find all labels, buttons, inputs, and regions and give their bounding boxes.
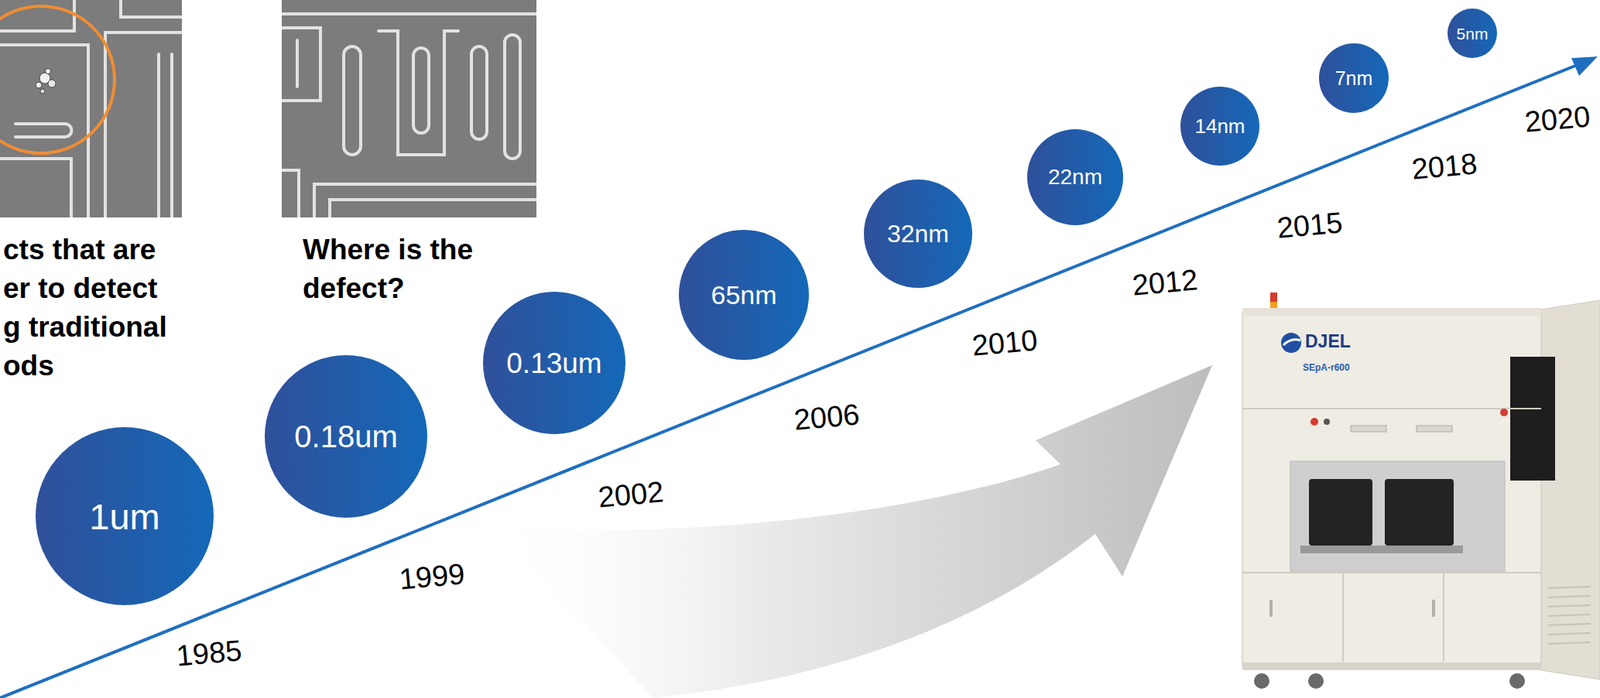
timeline-line — [0, 64, 1580, 698]
load-port-shelf — [1300, 545, 1463, 554]
logo-swoosh — [1283, 339, 1301, 346]
panel-seam — [1242, 572, 1542, 574]
year-label: 1999 — [397, 558, 466, 594]
sem-background — [281, 0, 537, 218]
caption-text: cts that are er to detect g traditional … — [3, 230, 175, 386]
node-size-label: 65nm — [710, 281, 777, 309]
defect-particle — [35, 68, 56, 95]
year-label: 2020 — [1523, 101, 1592, 137]
wire-edge — [329, 199, 537, 218]
wire-edge — [314, 184, 537, 218]
model-name: SEpA-r600 — [1302, 362, 1350, 374]
wire-edge — [170, 54, 174, 218]
node-size-label: 5nm — [1456, 25, 1489, 42]
node-circle: 5nm — [1447, 8, 1498, 59]
node-size-label: 0.18um — [294, 421, 398, 453]
node-size-label: 22nm — [1048, 166, 1103, 189]
brand-logo-text: DJEL — [1305, 331, 1351, 353]
node-size-label: 32nm — [887, 221, 950, 247]
sem-wires — [0, 0, 182, 218]
node-circle: 65nm — [678, 229, 809, 360]
particle — [45, 68, 52, 75]
wire-edge — [0, 158, 72, 218]
machine-base — [1242, 662, 1542, 671]
wire-edge — [413, 47, 429, 134]
sem-image-hidden-defect — [281, 0, 537, 218]
wire-edge — [343, 46, 361, 155]
side-window — [1510, 356, 1556, 481]
door-seam — [1342, 572, 1344, 662]
year-label: 2018 — [1410, 148, 1479, 184]
wire-edge — [120, 0, 182, 18]
machine-top — [1242, 308, 1542, 316]
node-circle: 0.13um — [483, 291, 626, 435]
wheel — [1308, 673, 1324, 689]
node-circle: 32nm — [863, 179, 973, 288]
timeline-arrowhead — [1571, 56, 1598, 76]
caption-text: Where is the defect? — [302, 230, 504, 309]
wire-edge — [157, 54, 161, 218]
wafer-pod — [1308, 479, 1373, 546]
node-circle: 0.18um — [264, 355, 428, 518]
year-label: 1985 — [174, 635, 244, 671]
wire-edge — [281, 27, 321, 101]
wire-edge — [15, 123, 72, 138]
sem-wires — [281, 13, 537, 218]
sem-background — [0, 0, 182, 218]
year-label: 2015 — [1275, 207, 1344, 243]
year-label: 2010 — [970, 325, 1039, 360]
highlight-circle — [0, 6, 115, 154]
wire-edge — [0, 44, 89, 218]
node-circle: 1um — [35, 427, 214, 606]
node-size-label: 0.13um — [506, 349, 602, 378]
wire-edge — [504, 34, 521, 159]
indicator-strip — [1416, 425, 1453, 432]
year-label: 2002 — [596, 476, 665, 512]
particle — [40, 89, 45, 94]
wire-edge — [105, 32, 182, 218]
wheel — [1509, 673, 1525, 689]
wire-edge — [281, 170, 299, 218]
wire-edge — [295, 40, 299, 87]
signal-light-red — [1270, 292, 1278, 302]
wire-edge — [281, 12, 537, 16]
particle — [35, 82, 42, 89]
door-handle — [1432, 599, 1436, 617]
node-circle: 7nm — [1319, 43, 1389, 114]
load-port-area — [1290, 461, 1505, 572]
node-circle: 22nm — [1027, 129, 1124, 226]
machine-front — [1242, 312, 1542, 666]
node-size-label: 14nm — [1194, 116, 1245, 137]
inspection-machine — [1238, 286, 1600, 698]
wire-edge — [471, 46, 487, 140]
button — [1500, 408, 1508, 417]
door-handle — [1269, 599, 1273, 617]
particle — [47, 79, 56, 88]
indicator-strip — [1350, 425, 1387, 432]
wheel — [1253, 673, 1270, 689]
wire-edge — [0, 0, 75, 31]
year-label: 2006 — [792, 399, 861, 435]
node-size-label: 1um — [89, 498, 160, 535]
node-circle: 14nm — [1180, 86, 1260, 166]
button — [1310, 417, 1319, 426]
logo-mark — [1281, 332, 1302, 353]
sem-image-defect — [0, 0, 182, 218]
button — [1323, 418, 1330, 425]
vent — [1548, 586, 1591, 645]
panel-seam — [1242, 407, 1542, 410]
door-seam — [1442, 572, 1445, 662]
wire-edge — [378, 30, 459, 155]
year-label: 2012 — [1130, 264, 1200, 300]
node-size-label: 7nm — [1335, 68, 1374, 89]
wafer-pod — [1384, 479, 1454, 546]
